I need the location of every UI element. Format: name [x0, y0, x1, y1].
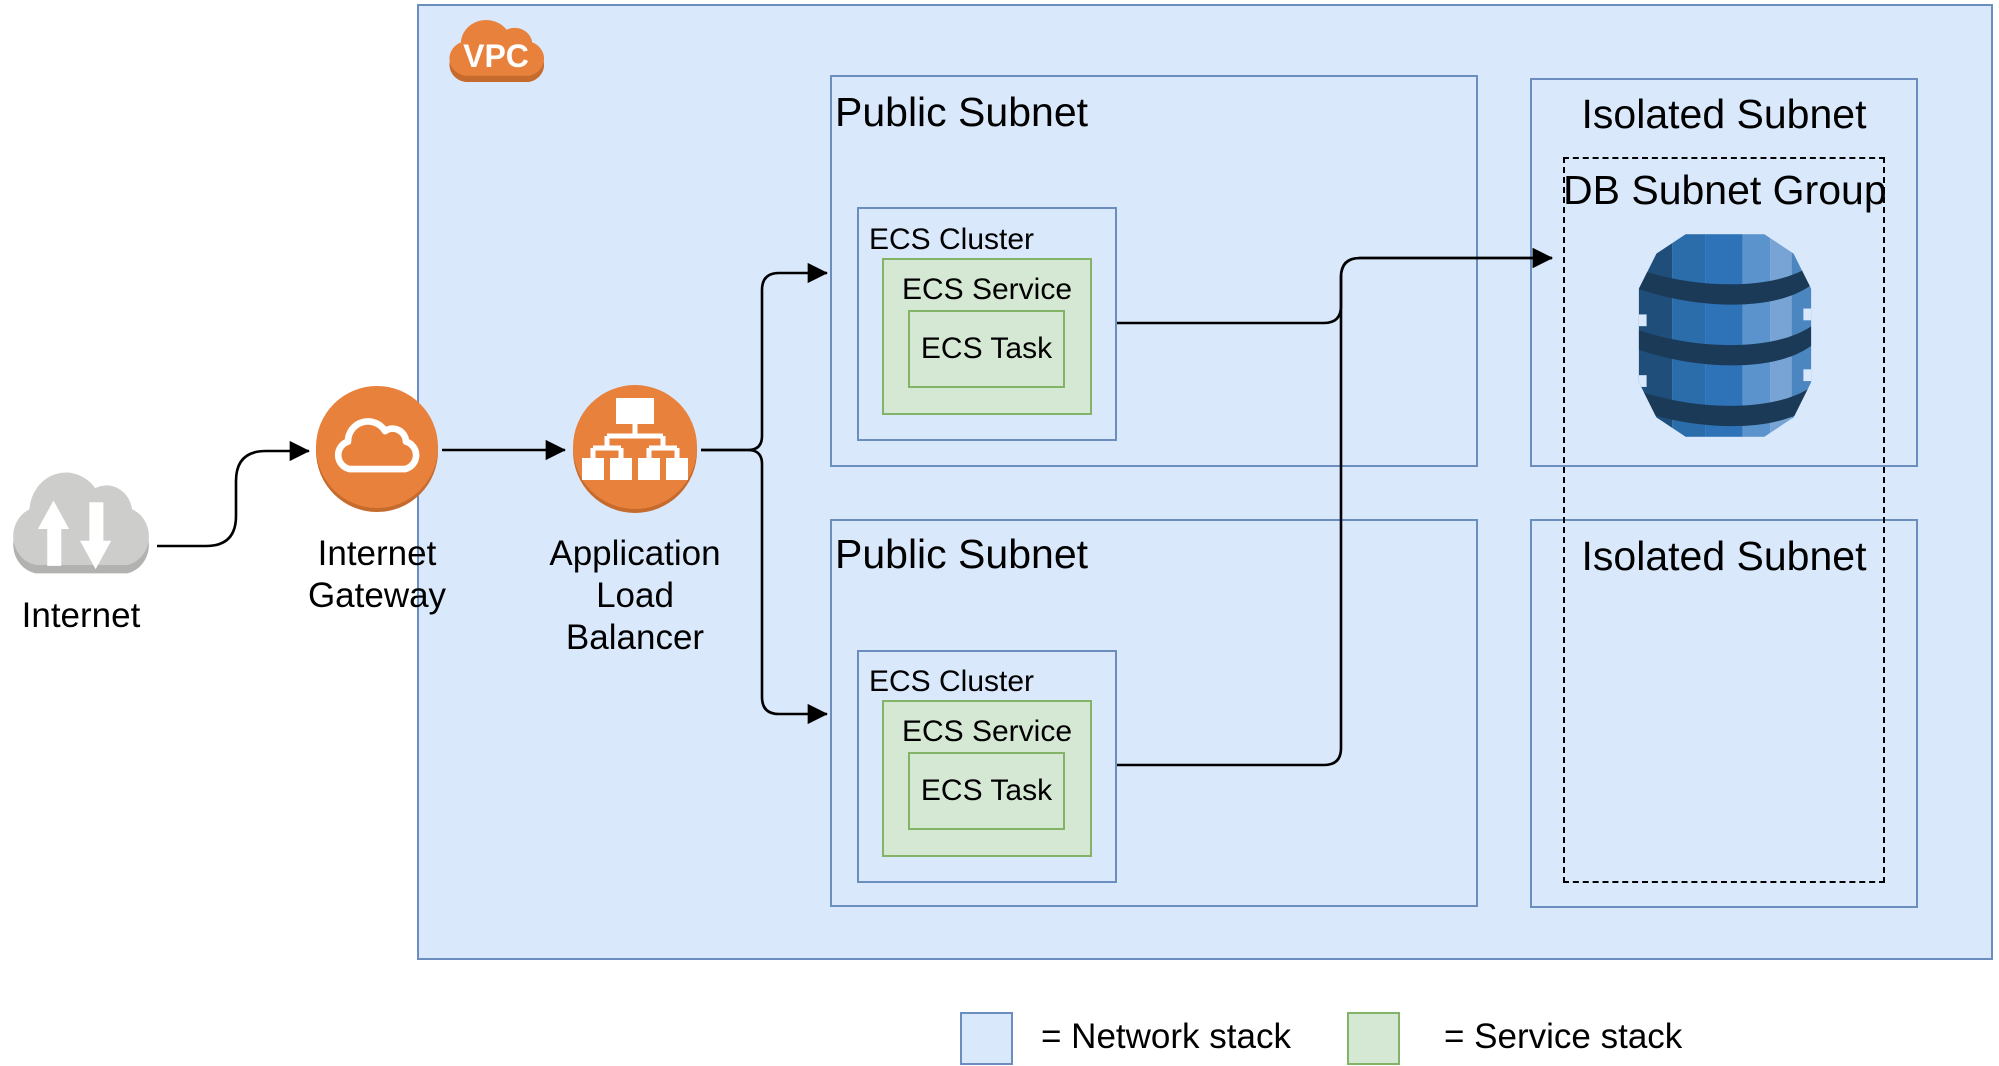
- ecs-service-2-label: ECS Service: [901, 715, 1073, 748]
- dynamodb-icon: [1627, 228, 1823, 443]
- isolated-subnet-2: [1530, 519, 1918, 908]
- isolated-subnet-1-label: Isolated Subnet: [1581, 91, 1867, 137]
- internet-gateway-icon: [313, 385, 441, 513]
- ecs-cluster-1: [857, 207, 1117, 441]
- internet-cloud-icon: [2, 462, 158, 586]
- internet-gateway-label: Internet Gateway: [267, 533, 487, 617]
- alb-label-line2: Load: [596, 576, 674, 615]
- vpc-badge-label: VPC: [463, 38, 529, 74]
- vpc-cloud-badge-icon: VPC: [441, 14, 551, 84]
- internet-gateway-label-line2: Gateway: [307, 576, 447, 615]
- isolated-subnet-2-label: Isolated Subnet: [1581, 533, 1867, 579]
- legend-service-swatch: [1347, 1012, 1400, 1065]
- alb-label-line3: Balancer: [565, 618, 705, 657]
- ecs-task-1-label: ECS Task: [920, 332, 1053, 365]
- ecs-cluster-2-label: ECS Cluster: [869, 665, 1035, 698]
- alb-label: Application Load Balancer: [515, 533, 755, 659]
- ecs-task-1: ECS Task: [908, 310, 1065, 388]
- ecs-task-2: ECS Task: [908, 752, 1065, 830]
- db-subnet-group-label: DB Subnet Group: [1563, 167, 1887, 213]
- download-arrow-glyph: [80, 502, 112, 570]
- ecs-cluster-2: [857, 650, 1117, 883]
- ecs-service-1-label: ECS Service: [901, 273, 1073, 306]
- public-subnet-1-label: Public Subnet: [835, 89, 1089, 135]
- alb-icon: [570, 384, 700, 514]
- legend-network-swatch: [960, 1012, 1013, 1065]
- ecs-task-2-label: ECS Task: [920, 774, 1053, 807]
- alb-label-line1: Application: [549, 534, 721, 573]
- db-subnet-group: [1563, 157, 1885, 883]
- internet-gateway-label-line1: Internet: [317, 534, 437, 573]
- ecs-cluster-1-label: ECS Cluster: [869, 223, 1035, 256]
- edge-internet-to-igw: [157, 440, 310, 548]
- legend-network-label: = Network stack: [1041, 1017, 1291, 1056]
- upload-arrow-glyph: [37, 500, 70, 566]
- legend-service-label: = Service stack: [1444, 1017, 1683, 1056]
- internet-label: Internet: [21, 596, 141, 635]
- public-subnet-2-label: Public Subnet: [835, 531, 1089, 577]
